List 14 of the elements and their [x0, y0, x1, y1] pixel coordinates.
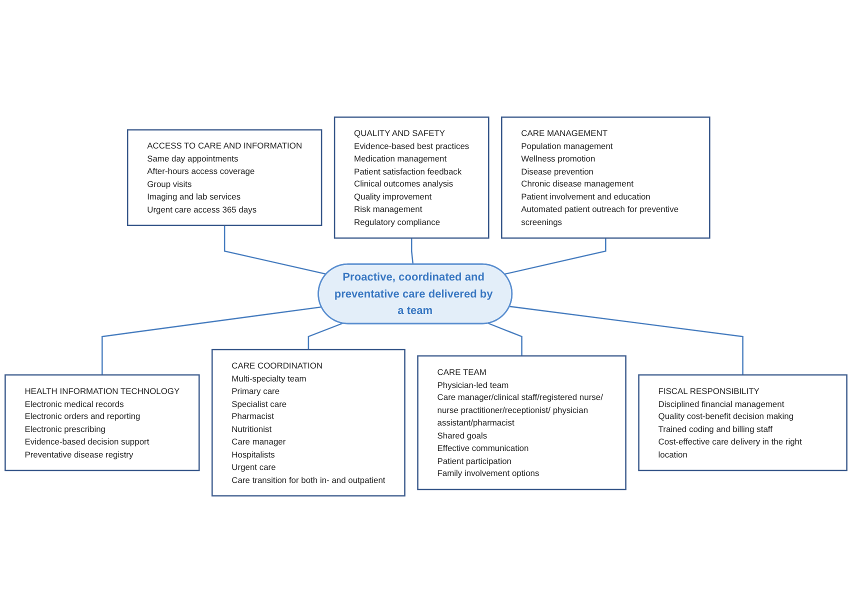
node-box: ACCESS TO CARE AND INFORMATION Same day appointments After-hours access coverage Group visits Imaging and lab services Urgent care access 365 days: [126, 129, 322, 226]
connector: [102, 306, 322, 375]
connector: [224, 225, 326, 275]
connector: [488, 322, 522, 356]
node-box: FISCAL RESPONSIBILITY Disciplined financial management Quality cost-benefit decision making Trained coding and billing staff Cost-effective care delivery in the right location: [638, 374, 848, 472]
connector: [504, 238, 606, 275]
node-box: HEALTH INFORMATION TECHNOLOGY Electronic medical records Electronic orders and reporting Electronic prescribing Evidence-based decision support Preventative disease registry: [4, 374, 200, 472]
connector: [510, 306, 744, 375]
node-box: CARE COORDINATION Multi-specialty team Primary care Specialist care Pharmacist Nutritionist Care manager Hospitalists Urgent care Care transition for both in- and outpatient: [212, 348, 406, 496]
node-box: QUALITY AND SAFETY Evidence-based best practices Medication management Patient satisfaction feedback Clinical outcomes analysis Quality improvement Risk management Regulatory compliance: [334, 116, 490, 239]
node-box: CARE MANAGEMENT Population management Wellness promotion Disease prevention Chronic disease management Patient involvement and education Automated patient outreach for preventive screenings: [501, 116, 710, 239]
connector: [308, 322, 343, 350]
node-box: CARE TEAM Physician-led team Care manager/clinical staff/registered nurse/ nurse practitioner/receptionist/ physician assistant/pharmacist Shared goals Effective communication Patient participation Family involvement options: [417, 355, 626, 490]
connector: [410, 238, 414, 264]
